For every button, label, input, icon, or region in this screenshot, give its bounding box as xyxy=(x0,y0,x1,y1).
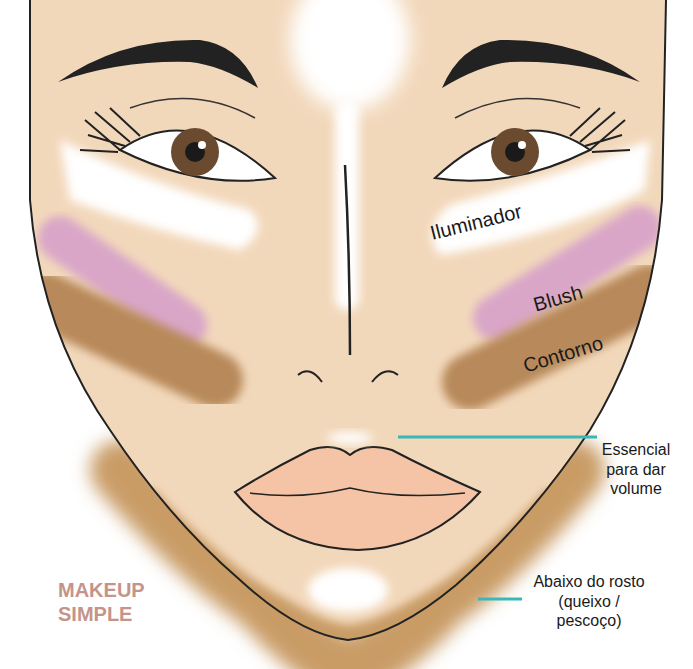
watermark: MAKEUP SIMPLE xyxy=(58,578,170,627)
left-eye xyxy=(80,99,275,181)
eyelid-crease xyxy=(455,99,580,118)
note-label: Abaixo do rosto (queixo / pescoço) xyxy=(526,572,652,631)
left-eyebrow xyxy=(58,40,258,88)
lip-shape xyxy=(235,447,480,550)
eye-glint xyxy=(518,141,526,149)
chin-highlight xyxy=(308,568,388,612)
leader-line xyxy=(478,598,522,601)
face-outline xyxy=(30,0,666,640)
eyelashes xyxy=(570,108,630,152)
nostrils xyxy=(298,371,398,382)
eyelid-crease xyxy=(130,99,255,118)
right-eyebrow xyxy=(442,40,640,88)
note-label: Essencial para dar volume xyxy=(588,440,684,499)
leader-line xyxy=(398,436,597,439)
lips xyxy=(235,432,480,550)
makeup-zones xyxy=(45,0,650,642)
left-contour xyxy=(45,300,215,380)
right-eye xyxy=(435,99,630,181)
lip-line xyxy=(250,488,465,496)
eye-glint xyxy=(198,141,206,149)
pupil xyxy=(185,142,205,162)
pupil xyxy=(505,142,525,162)
eyelashes xyxy=(80,108,140,152)
iris xyxy=(171,128,219,176)
forehead-highlight xyxy=(290,0,410,110)
cupid-bow-highlight xyxy=(328,432,372,444)
nose-line xyxy=(345,165,350,355)
iris xyxy=(491,128,539,176)
